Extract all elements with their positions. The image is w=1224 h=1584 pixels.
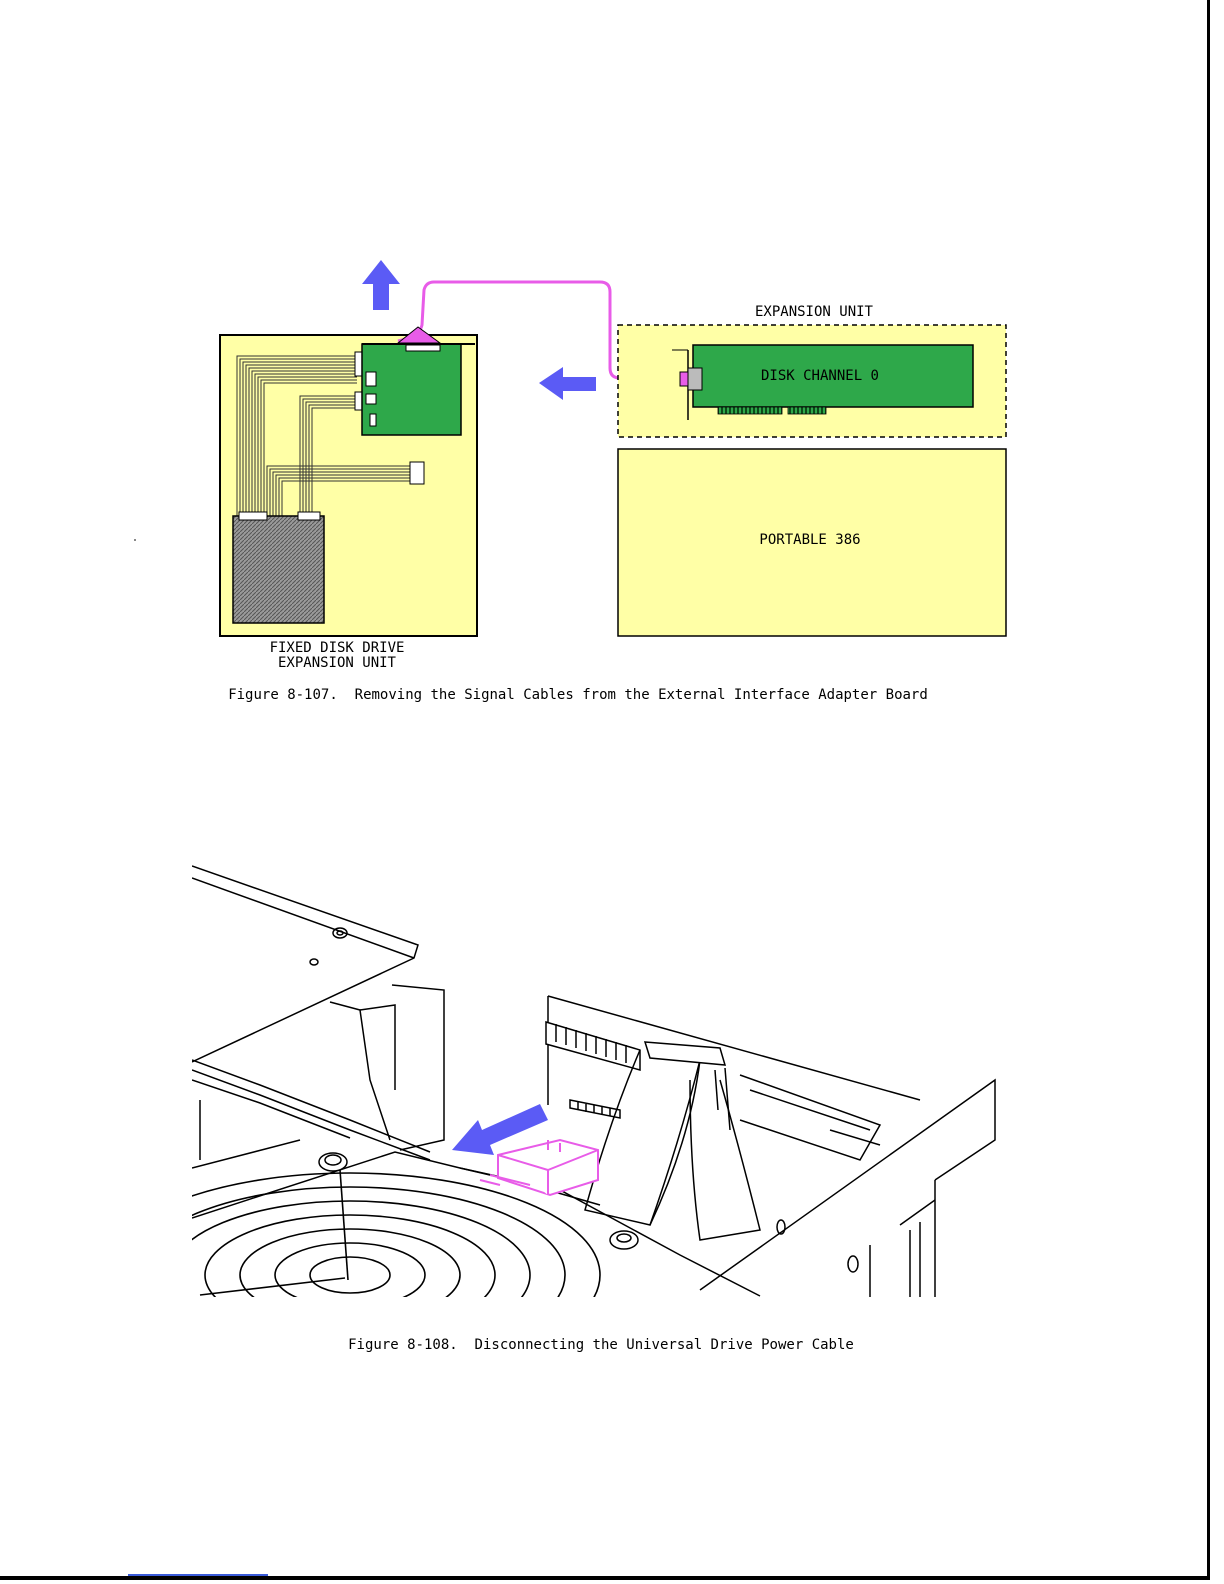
figure-108-caption: Figure 8-108. Disconnecting the Universa… <box>348 1337 854 1353</box>
disk-channel-label: DISK CHANNEL 0 <box>761 368 879 384</box>
left-arrow <box>539 367 596 400</box>
drive-tray <box>740 1075 880 1160</box>
figure-8-107: EXPANSION UNIT DISK CHANNEL 0 PORTABLE 3… <box>0 0 1224 720</box>
portable-386-label: PORTABLE 386 <box>759 532 860 548</box>
footer-link-underline[interactable] <box>128 1574 268 1576</box>
fixed-disk-expansion-panel <box>220 335 477 636</box>
connector <box>410 462 424 484</box>
up-arrow <box>362 260 400 310</box>
disk-drive <box>233 516 324 623</box>
fixed-disk-label-line1: FIXED DISK DRIVE <box>270 640 405 656</box>
interface-adapter-board <box>362 344 461 435</box>
top-cover-plate <box>192 866 418 1062</box>
figure-107-caption: Figure 8-107. Removing the Signal Cables… <box>228 687 928 703</box>
expansion-unit-label: EXPANSION UNIT <box>755 304 874 320</box>
ribbon-cable <box>585 1042 760 1240</box>
system-board <box>546 996 920 1118</box>
chassis-floor <box>192 1152 760 1296</box>
page-border-bottom <box>0 1576 1210 1580</box>
figure-8-108: Figure 8-108. Disconnecting the Universa… <box>0 850 1224 1370</box>
power-connector <box>480 1140 598 1195</box>
fixed-disk-label-line2: EXPANSION UNIT <box>278 655 397 671</box>
